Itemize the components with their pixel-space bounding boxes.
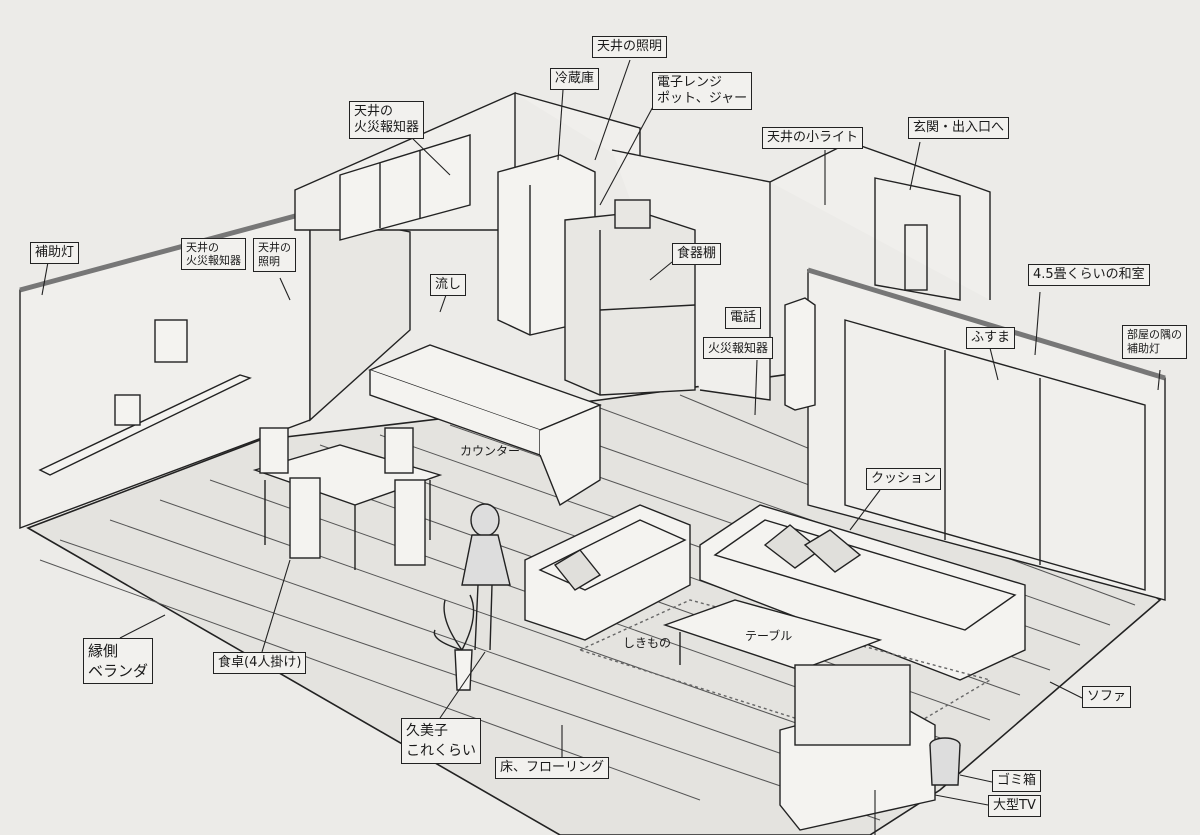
label-auxiliary-light: 補助灯 <box>30 242 80 264</box>
tv-drawing <box>779 664 936 831</box>
leader-lines <box>41 59 1161 835</box>
sofa-small <box>524 504 691 641</box>
label-refrigerator: 冷蔵庫 <box>550 68 600 90</box>
label-corner-light: 部屋の隅の 補助灯 <box>1122 325 1187 359</box>
label-table: テーブル <box>745 629 793 643</box>
entrance-door <box>874 177 961 301</box>
label-line: 火災報知器 <box>354 120 420 135</box>
counter-drawing <box>368 344 602 507</box>
label-line: 縁側 <box>88 642 119 660</box>
label-line: これくらい <box>406 743 476 759</box>
cupboard-drawing <box>564 199 696 396</box>
phone-stand <box>784 297 816 411</box>
label-line: 火災報知器 <box>186 254 241 267</box>
label-microwave-line2: ポット、ジャー <box>657 91 748 106</box>
trash-can-drawing <box>929 737 961 786</box>
label-rug: しきもの <box>623 636 672 650</box>
label-line: 補助灯 <box>1127 342 1160 355</box>
label-sink: 流し <box>430 274 467 296</box>
label-line: 天井の <box>258 241 291 254</box>
label-kumiko: 久美子 これくらい <box>401 718 481 764</box>
label-telephone: 電話 <box>725 307 762 329</box>
label-veranda: 縁側 ベランダ <box>83 638 154 684</box>
label-line: 天井の <box>354 104 394 119</box>
plant <box>433 594 475 691</box>
dining-table-drawing <box>252 427 443 570</box>
label-tatami-room: 4.5畳くらいの和室 <box>1028 264 1150 286</box>
label-ceiling-light-dining: 天井の 照明 <box>253 238 296 272</box>
label-line: ベランダ <box>88 662 149 680</box>
upper-cabinets <box>339 134 471 241</box>
label-floor: 床、フローリング <box>495 757 610 779</box>
sofa-large <box>699 504 1026 681</box>
label-smoke-detector-left: 天井の 火災報知器 <box>181 238 246 270</box>
label-line: 照明 <box>258 255 280 268</box>
person-kumiko <box>461 503 511 651</box>
label-line: 部屋の隅の <box>1127 328 1182 341</box>
label-ceiling-light-kitchen: 天井の照明 <box>592 36 668 58</box>
label-dining-table: 食卓(4人掛け) <box>213 652 307 674</box>
label-line: 久美子 <box>406 723 448 739</box>
label-sofa: ソファ <box>1082 686 1132 708</box>
label-line: 天井の <box>186 241 219 254</box>
label-smoke-detector-top: 天井の 火災報知器 <box>349 101 425 139</box>
rug-drawing <box>578 599 992 746</box>
label-fire-alarm: 火災報知器 <box>703 337 774 359</box>
label-microwave-line1: 電子レンジ <box>657 75 723 90</box>
label-trash-can: ゴミ箱 <box>992 770 1042 792</box>
label-counter: カウンター <box>460 444 521 458</box>
label-fusuma: ふすま <box>966 327 1016 349</box>
label-cushion: クッション <box>866 468 942 490</box>
label-entrance: 玄関・出入口へ <box>908 117 1010 139</box>
label-ceiling-small-light: 天井の小ライト <box>762 127 864 149</box>
label-large-tv: 大型TV <box>988 795 1041 817</box>
wall-shelf <box>38 319 252 476</box>
label-cupboard: 食器棚 <box>672 243 722 265</box>
label-microwave-pot: 電子レンジ ポット、ジャー <box>652 72 753 110</box>
